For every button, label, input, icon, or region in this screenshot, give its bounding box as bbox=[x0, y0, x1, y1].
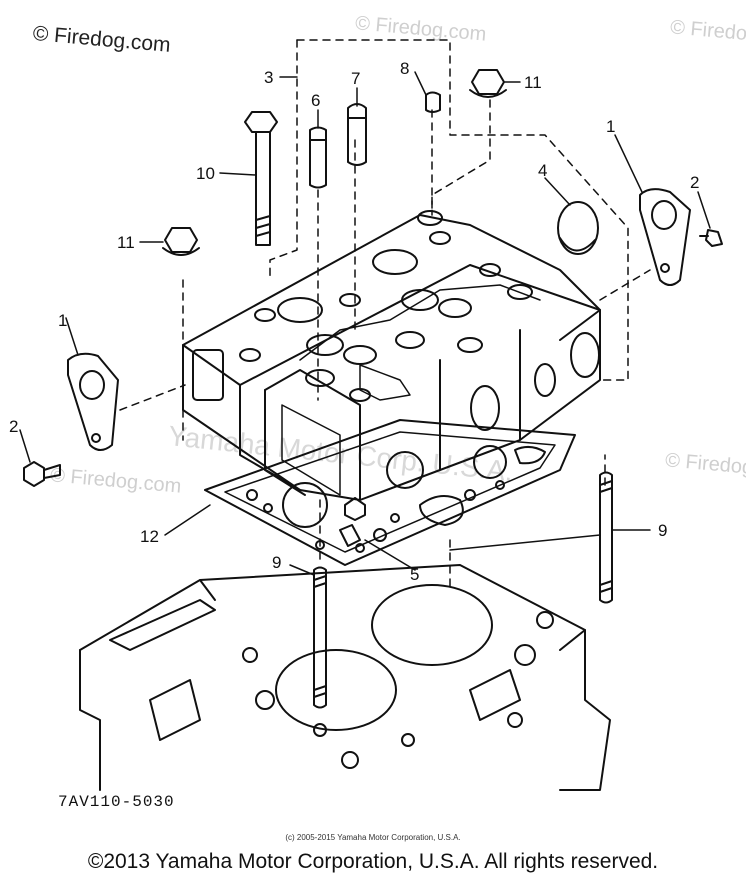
copyright-footer: ©2013 Yamaha Motor Corporation, U.S.A. A… bbox=[87, 850, 659, 873]
callout-9-left: 9 bbox=[272, 553, 281, 572]
callout-11-left: 11 bbox=[117, 233, 135, 252]
bolt-2-left bbox=[23, 461, 61, 487]
callout-9-right: 9 bbox=[658, 521, 667, 540]
callout-12: 12 bbox=[140, 527, 159, 546]
callout-1-left: 1 bbox=[58, 311, 67, 330]
callout-2-right: 2 bbox=[690, 173, 699, 192]
callout-3: 3 bbox=[264, 68, 273, 87]
stud-5 bbox=[339, 497, 366, 547]
callout-11-top: 11 bbox=[524, 73, 542, 92]
bracket-1-right bbox=[639, 188, 691, 286]
callout-6: 6 bbox=[311, 91, 320, 110]
bracket-1-left bbox=[67, 352, 119, 451]
stud-8 bbox=[425, 91, 441, 113]
callout-5: 5 bbox=[410, 565, 419, 584]
stud-9-left bbox=[313, 566, 327, 709]
part-code: 7AV110-5030 bbox=[58, 793, 175, 811]
plug-cap-4 bbox=[557, 201, 599, 255]
engine-block bbox=[79, 564, 611, 791]
callout-10: 10 bbox=[196, 164, 215, 183]
callout-1-right: 1 bbox=[606, 117, 615, 136]
stud-9-right bbox=[599, 471, 613, 604]
leader-lines bbox=[19, 71, 711, 576]
valve-guide-7 bbox=[347, 103, 367, 166]
cylinder-head bbox=[182, 210, 601, 501]
callout-2-left: 2 bbox=[9, 417, 18, 436]
head-bolt-10 bbox=[244, 111, 278, 246]
valve-guide-6 bbox=[309, 126, 327, 189]
flange-nut-11-left bbox=[162, 227, 200, 256]
callout-8: 8 bbox=[400, 59, 409, 78]
small-copyright: (c) 2005-2015 Yamaha Motor Corporation, … bbox=[285, 833, 461, 842]
bolt-2-right bbox=[699, 229, 723, 247]
head-gasket bbox=[204, 419, 576, 566]
flange-nut-11-top bbox=[469, 69, 507, 98]
reference-lines bbox=[119, 39, 651, 591]
callout-4: 4 bbox=[538, 161, 547, 180]
callout-7: 7 bbox=[351, 69, 360, 88]
